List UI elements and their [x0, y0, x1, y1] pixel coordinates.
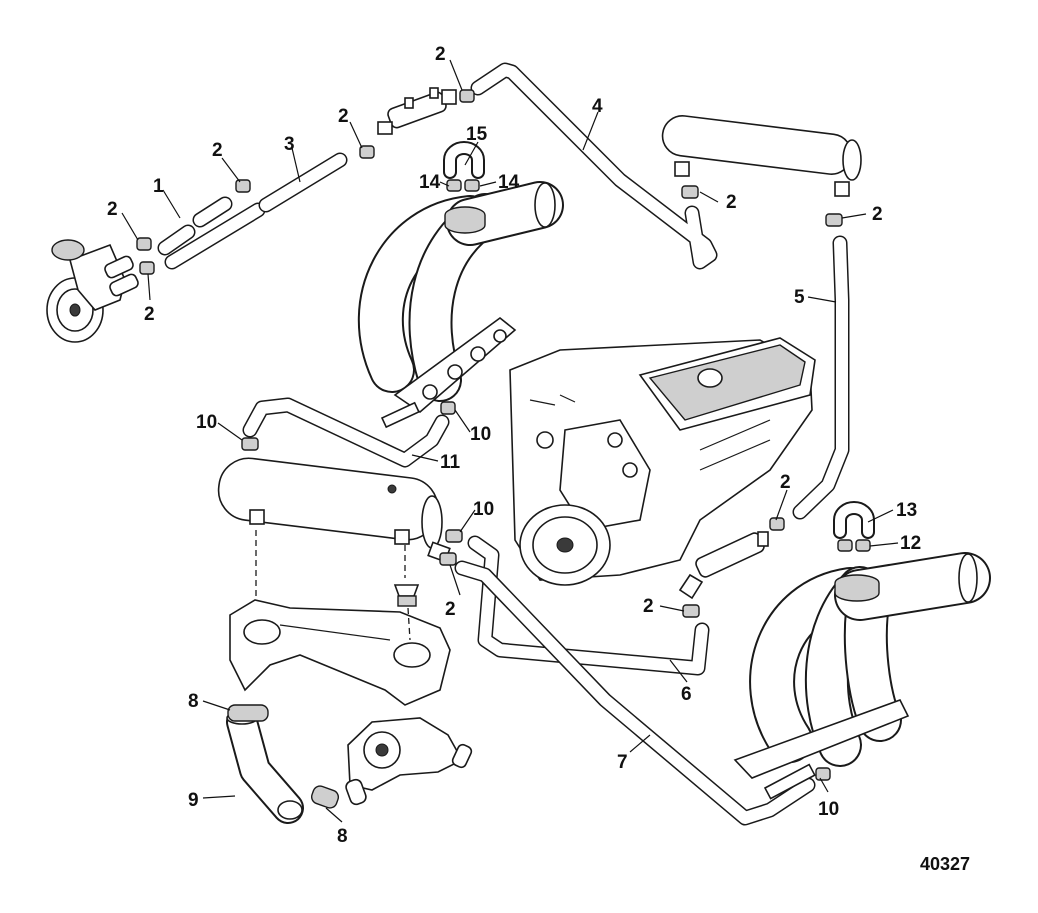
- callout-8: 8: [337, 826, 348, 847]
- callout-11: 11: [440, 452, 461, 473]
- figure-number: 40327: [920, 854, 970, 874]
- exhaust-manifold-left: [357, 181, 564, 429]
- callout-7: 7: [617, 752, 628, 773]
- callout-13: 13: [896, 500, 917, 521]
- callout-9: 9: [188, 790, 199, 811]
- hose-11: [242, 397, 450, 468]
- circulating-water-pump: [345, 717, 473, 806]
- exhaust-manifold-right: [733, 552, 991, 800]
- callout-14: 14: [419, 172, 441, 193]
- small-cooler-bottom: [678, 531, 769, 600]
- cooler-left: [217, 457, 451, 563]
- hose-7: [454, 560, 816, 826]
- cooler-top-right: [661, 115, 862, 197]
- hose-3: [164, 152, 348, 270]
- engine-block: [509, 337, 816, 586]
- callout-5: 5: [794, 287, 805, 308]
- callout-3: 3: [284, 134, 295, 155]
- callout-15: 15: [466, 124, 488, 145]
- callout-2: 2: [144, 304, 155, 325]
- thermostat-housing: [229, 599, 451, 706]
- hose-9: [226, 706, 304, 824]
- callout-2: 2: [435, 44, 446, 65]
- callout-10: 10: [818, 799, 839, 820]
- callout-14: 14: [498, 172, 520, 193]
- callout-2: 2: [445, 599, 456, 620]
- callout-4: 4: [592, 96, 603, 117]
- callout-6: 6: [681, 684, 692, 705]
- seawater-pump: [46, 239, 139, 343]
- callout-10: 10: [473, 499, 494, 520]
- hose-4: [470, 62, 718, 270]
- callout-1: 1: [153, 176, 164, 197]
- dashed-alignment: [255, 530, 411, 641]
- hose-1: [157, 196, 233, 256]
- callout-2: 2: [872, 204, 883, 225]
- callout-labels: 1 2 2 2 3 2 2 4 15 14 14 2 2 5 10 10 11 …: [107, 44, 921, 847]
- hose-clamps: [136, 89, 871, 809]
- callout-10: 10: [470, 424, 491, 445]
- callout-8: 8: [188, 691, 199, 712]
- callout-2: 2: [643, 596, 654, 617]
- leader-lines: [121, 59, 899, 823]
- u-connector-15: [443, 141, 485, 179]
- callout-12: 12: [900, 533, 921, 554]
- u-connector-13: [833, 501, 875, 539]
- callout-2: 2: [107, 199, 118, 220]
- callout-2: 2: [338, 106, 349, 127]
- callout-2: 2: [780, 472, 791, 493]
- thermostat: [393, 584, 420, 607]
- hose-5: [792, 235, 850, 520]
- callout-2: 2: [212, 140, 223, 161]
- hose-6: [467, 535, 710, 676]
- small-cooler-top: [377, 87, 457, 135]
- callout-10: 10: [196, 412, 217, 433]
- callout-2: 2: [726, 192, 737, 213]
